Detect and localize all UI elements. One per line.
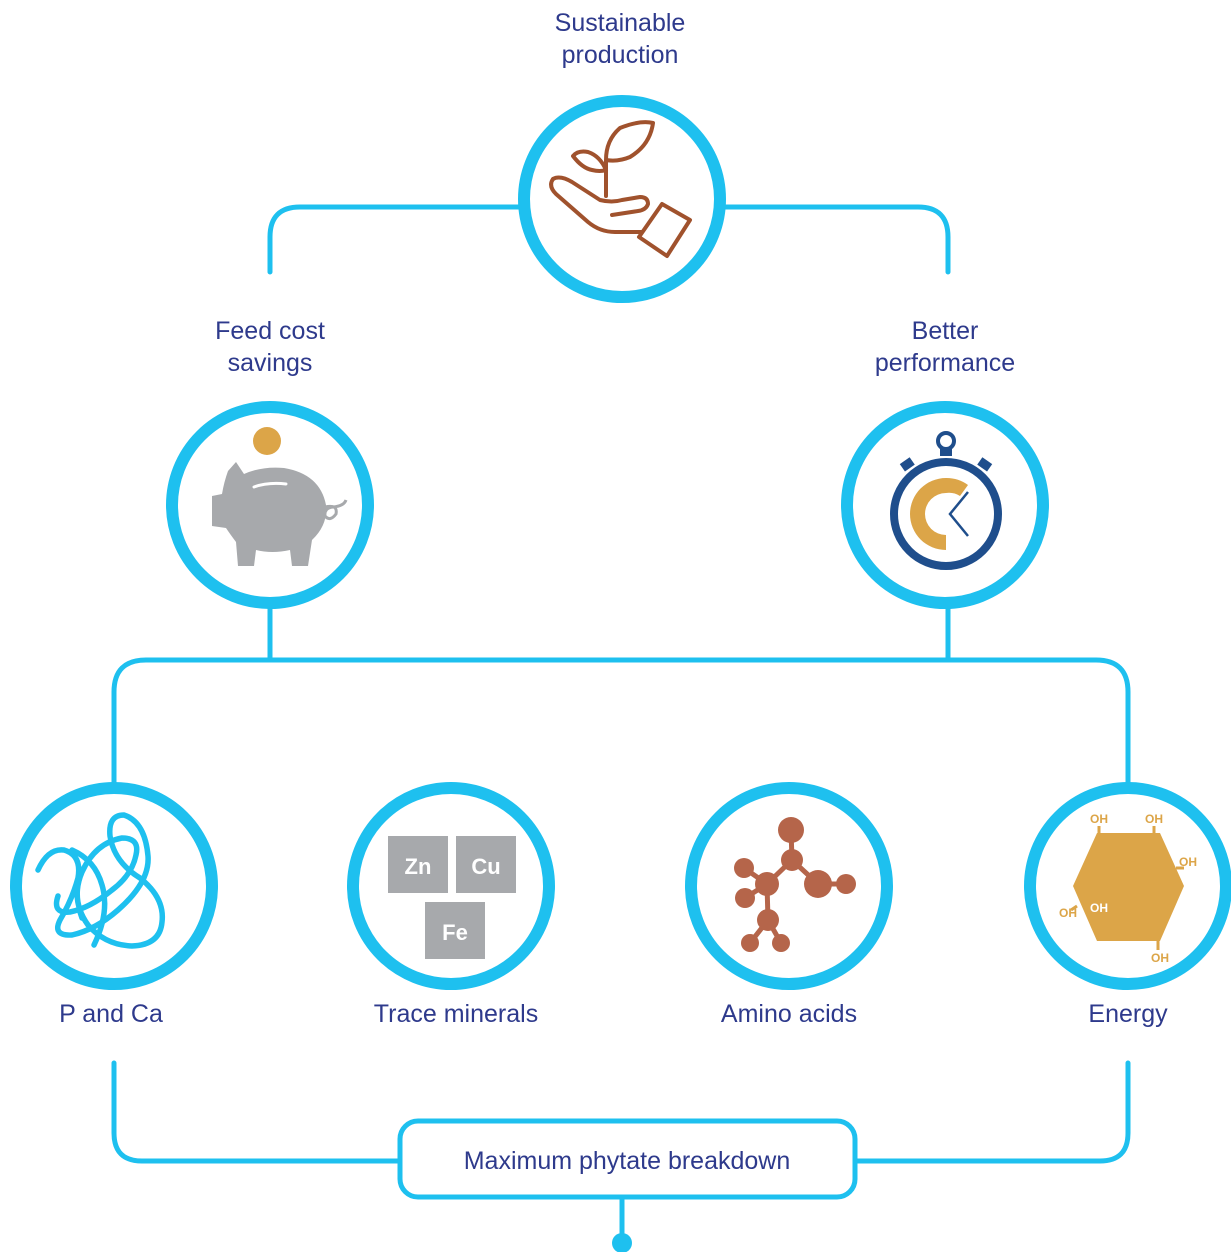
connector-lines xyxy=(111,204,1131,1246)
oh-group-2: OH xyxy=(1145,812,1163,826)
oh-group-6: OH xyxy=(1151,951,1169,965)
top-label-line2: production xyxy=(562,41,679,69)
connector-bottom-left xyxy=(111,1060,403,1164)
right-label-line2: performance xyxy=(875,349,1015,377)
tile-zn: Zn xyxy=(405,854,432,879)
amino-label: Amino acids xyxy=(721,1000,857,1028)
amino-node-circle xyxy=(685,782,893,990)
left-label-line1: Feed cost xyxy=(215,317,325,345)
oh-group-3: OH xyxy=(1179,855,1197,869)
energy-label: Energy xyxy=(1088,1000,1168,1028)
tile-cu: Cu xyxy=(471,854,500,879)
mineral-tiles-icon: Zn Cu Fe xyxy=(388,836,516,959)
pca-label: P and Ca xyxy=(59,1000,163,1028)
hand-plant-icon xyxy=(549,120,692,258)
root-box xyxy=(397,1118,858,1200)
connector-top-right xyxy=(720,204,951,275)
oh-group-1: OH xyxy=(1090,812,1108,826)
oh-group-5: OH xyxy=(1090,901,1108,915)
connector-bottom-right xyxy=(852,1060,1131,1164)
coin-icon xyxy=(253,427,281,455)
left-label-line2: savings xyxy=(228,349,313,377)
right-label-line1: Better xyxy=(912,317,979,345)
connector-middle-bus xyxy=(111,605,1131,786)
stopwatch-icon xyxy=(890,431,1002,570)
tangled-strand-icon xyxy=(35,812,166,949)
glucose-ring-icon: OH OH OH OH OH OH xyxy=(1059,812,1197,965)
top-label-line1: Sustainable xyxy=(555,9,686,37)
molecule-icon xyxy=(734,817,856,952)
piggy-bank-icon xyxy=(212,427,348,566)
root-stem-dot xyxy=(612,1233,632,1252)
oh-group-4: OH xyxy=(1059,906,1077,920)
tile-fe: Fe xyxy=(442,920,468,945)
root-label: Maximum phytate breakdown xyxy=(464,1147,791,1175)
connector-top-left xyxy=(267,204,523,275)
trace-label: Trace minerals xyxy=(374,1000,538,1028)
